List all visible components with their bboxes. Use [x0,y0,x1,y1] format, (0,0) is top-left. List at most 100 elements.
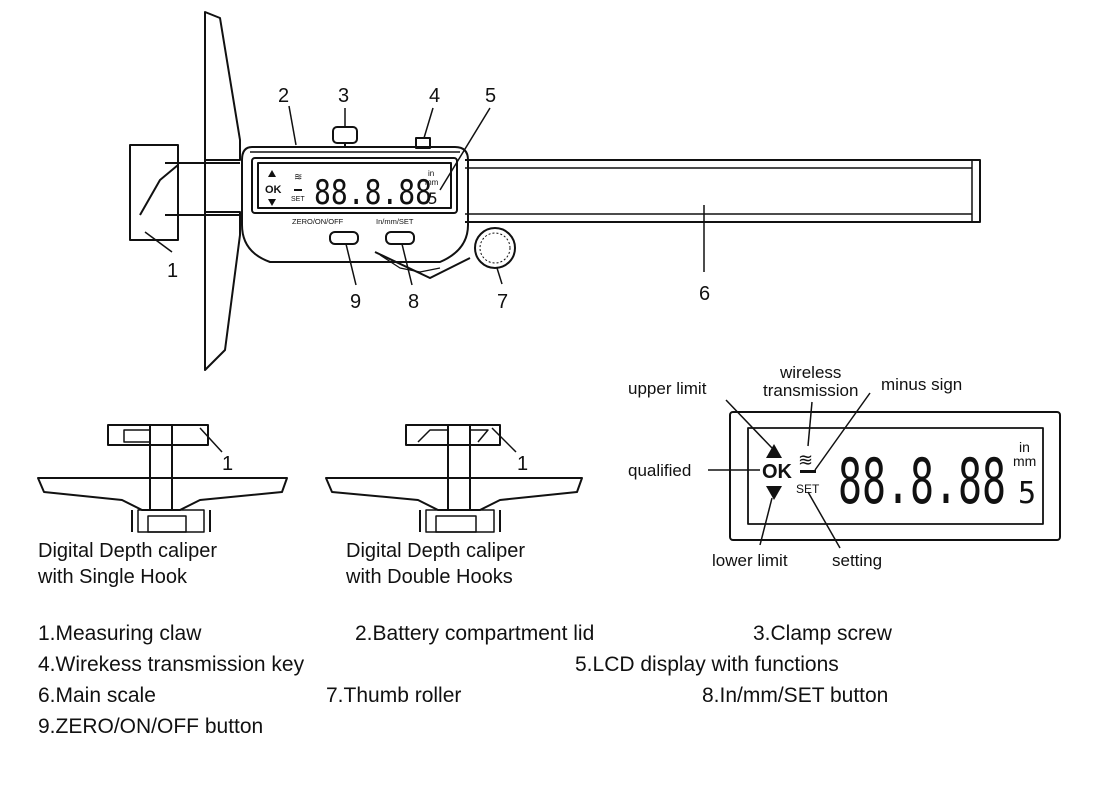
main-lcd-unit-in: in [428,169,434,178]
callout-8: 8 [408,291,419,313]
legend-item: 1.Measuring claw [38,622,202,645]
lcd-detail-unit-mm: mm [1013,453,1036,469]
label-lower-limit: lower limit [712,551,788,570]
leader-minus-sign [814,392,871,471]
in-mm-set-button [385,231,415,245]
single-hook-variant: 1 Digital Depth caliper with Single Hook [37,424,288,588]
main-lcd-five: 5 [428,189,438,208]
measuring-claw [129,144,179,241]
callout-1: 1 [167,260,178,282]
callout-4: 4 [429,85,440,107]
main-lcd-digits: 88.8.88 [314,173,432,213]
thumb-roller-knurl [479,232,511,264]
double-hook-callout: 1 [517,453,528,475]
legend-item: 8.In/mm/SET button [702,684,889,707]
legend-item: 2.Battery compartment lid [355,622,595,645]
leader-lower-limit [759,497,773,546]
legend-row: 6.Main scale 7.Thumb roller 8.In/mm/SET … [38,684,1058,715]
depth-base [204,11,241,371]
lcd-detail-minus [800,470,816,473]
lcd-detail-wifi-icon: ≋ [798,450,813,470]
caliper-main-view: OK ≋ SET 88.8.88 in mm 5 ZERO/ON/OFF In/… [129,11,981,371]
callout-2: 2 [278,85,289,107]
leader-8 [401,243,413,286]
label-wireless-1: wireless [779,363,841,382]
leader-5 [439,107,491,191]
double-hook-variant: 1 Digital Depth caliper with Double Hook… [325,424,583,588]
main-lcd-wifi-icon: ≋ [294,172,302,183]
caliper-diagram: OK ≋ SET 88.8.88 in mm 5 ZERO/ON/OFF In/… [37,11,1061,588]
callout-9: 9 [350,291,361,313]
single-hook-claw [107,424,209,446]
parts-legend: 1.Measuring claw 2.Battery compartment l… [38,622,1058,746]
thumb-roller [474,227,516,269]
wireless-key [415,137,431,149]
label-minus-sign: minus sign [881,375,962,394]
legend-row: 4.Wirekess transmission key 5.LCD displa… [38,653,1058,684]
wedge-serration [379,254,441,273]
legend-item: 9.ZERO/ON/OFF button [38,715,264,738]
double-hook-caption-2: with Double Hooks [345,566,513,588]
single-hook-base [37,477,288,511]
lcd-detail-digits: 88.8.88 [838,445,1006,518]
double-hook-caption-1: Digital Depth caliper [346,540,525,562]
legend-item: 6.Main scale [38,684,156,707]
legend-row: 1.Measuring claw 2.Battery compartment l… [38,622,1058,653]
lcd-detail-ok: OK [762,461,793,483]
single-hook-caption-2: with Single Hook [37,566,188,588]
main-lcd-window [257,162,452,209]
lcd-detail-up-arrow [766,444,782,458]
callout-numbers: 1 2 3 4 5 6 7 8 9 [167,85,710,313]
main-label-in-mm-set: In/mm/SET [376,217,414,226]
caliper-body [241,146,469,263]
main-lcd-set: SET [291,196,305,203]
legend-item: 5.LCD display with functions [575,653,839,676]
lcd-detail-five: 5 [1018,476,1036,511]
double-hook-body [419,510,501,532]
leader-setting [807,491,841,549]
single-hook-body [131,510,211,532]
callout-7: 7 [497,291,508,313]
lcd-detail-down-arrow [766,486,782,500]
main-lcd-unit-mm: mm [425,178,439,187]
single-hook-window-inner [147,515,187,533]
callout-leaders [144,105,705,286]
callout-6: 6 [699,283,710,305]
leader-1 [144,231,173,253]
label-qualified: qualified [628,461,691,480]
single-hook-notch [123,429,151,443]
leader-7 [496,267,503,285]
lcd-detail-window [747,427,1044,525]
double-hook-claw [405,424,501,446]
double-hook-notches [417,429,489,443]
leader-4 [423,107,434,139]
callout-3: 3 [338,85,349,107]
label-setting: setting [832,551,882,570]
label-upper-limit: upper limit [628,379,707,398]
leader-2 [288,105,297,146]
lcd-detail-unit-in: in [1019,439,1030,455]
clamp-screw [332,126,358,144]
main-lcd-ok: OK [265,184,282,196]
leader-9 [345,243,357,286]
leader-upper-limit [725,399,773,449]
leader-wireless [807,401,813,447]
legend-row: 9.ZERO/ON/OFF button [38,715,1058,746]
lcd-detail-outer [729,411,1061,541]
legend-item: 4.Wirekess transmission key [38,653,305,676]
lower-wedge [374,251,471,279]
double-hook-leader [491,427,517,453]
single-hook-callout: 1 [222,453,233,475]
main-label-zero-on-off: ZERO/ON/OFF [292,217,344,226]
lcd-detail: OK ≋ SET 88.8.88 in mm 5 upper limit wir… [628,363,1061,570]
claw-hook [139,164,179,216]
main-lcd-up-arrow [268,170,276,177]
main-lcd-minus [294,189,302,191]
single-hook-leader [199,427,223,453]
callout-5: 5 [485,85,496,107]
main-lcd-down-arrow [268,199,276,206]
legend-item: 7.Thumb roller [326,684,462,707]
main-lcd-frame [251,157,458,214]
double-hook-base [325,477,583,511]
legend-item: 3.Clamp screw [753,622,892,645]
